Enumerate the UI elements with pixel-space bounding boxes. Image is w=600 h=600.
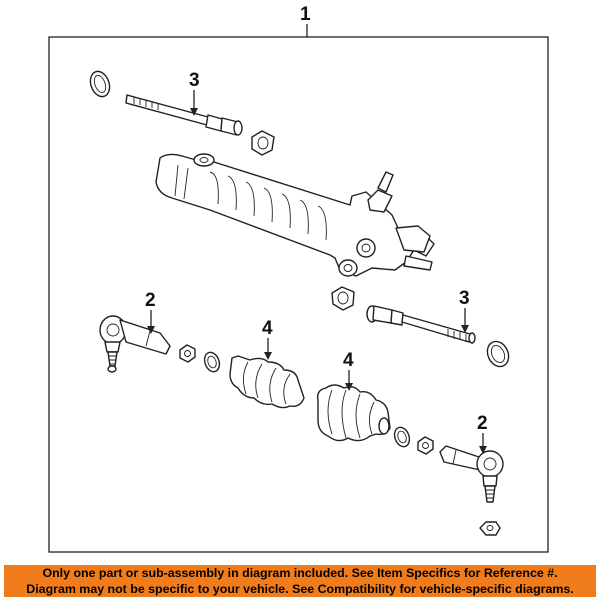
clamp-upper-left: [89, 70, 111, 98]
callout-4-right: 4: [343, 350, 354, 371]
boot-right: [316, 384, 391, 442]
nut-bottom: [479, 521, 501, 536]
bushing-upper: [251, 130, 275, 156]
callout-1-main-assembly: 1: [300, 4, 311, 25]
nut-left: [179, 344, 196, 363]
boot-left: [229, 355, 305, 409]
callout-3-upper-arrow: [190, 108, 198, 116]
nut-right: [417, 436, 434, 455]
disclaimer-line-1: Only one part or sub-assembly in diagram…: [42, 566, 558, 580]
callout-2-left-arrow: [147, 326, 155, 334]
callout-4-left-arrow: [264, 352, 272, 360]
clamp-right-small: [393, 426, 411, 448]
outer-tie-rod-right: [439, 445, 504, 503]
steering-rack-housing: [155, 153, 435, 277]
outer-tie-rod-left: [99, 315, 171, 373]
clamp-right: [486, 340, 510, 368]
disclaimer-banner: Only one part or sub-assembly in diagram…: [4, 565, 596, 597]
callout-3-right: 3: [459, 288, 470, 309]
callout-2-right: 2: [477, 413, 488, 434]
inner-tie-rod-upper: [125, 94, 243, 136]
inner-tie-rod-right: [366, 305, 476, 344]
assembly-frame: [48, 36, 549, 553]
steering-rack-diagram: 1 3: [48, 4, 549, 553]
callout-4-right-arrow: [345, 383, 353, 391]
callout-2-right-arrow: [479, 446, 487, 454]
callout-3-right-arrow: [461, 325, 469, 333]
disclaimer-line-2: Diagram may not be specific to your vehi…: [26, 581, 574, 596]
callout-3-upper: 3: [189, 70, 200, 91]
clamp-left-small: [203, 351, 221, 373]
callout-4-left: 4: [262, 318, 273, 339]
bushing-middle: [331, 286, 355, 311]
callout-2-left: 2: [145, 290, 156, 311]
upper-inner-tie-rod-group: [89, 70, 275, 156]
